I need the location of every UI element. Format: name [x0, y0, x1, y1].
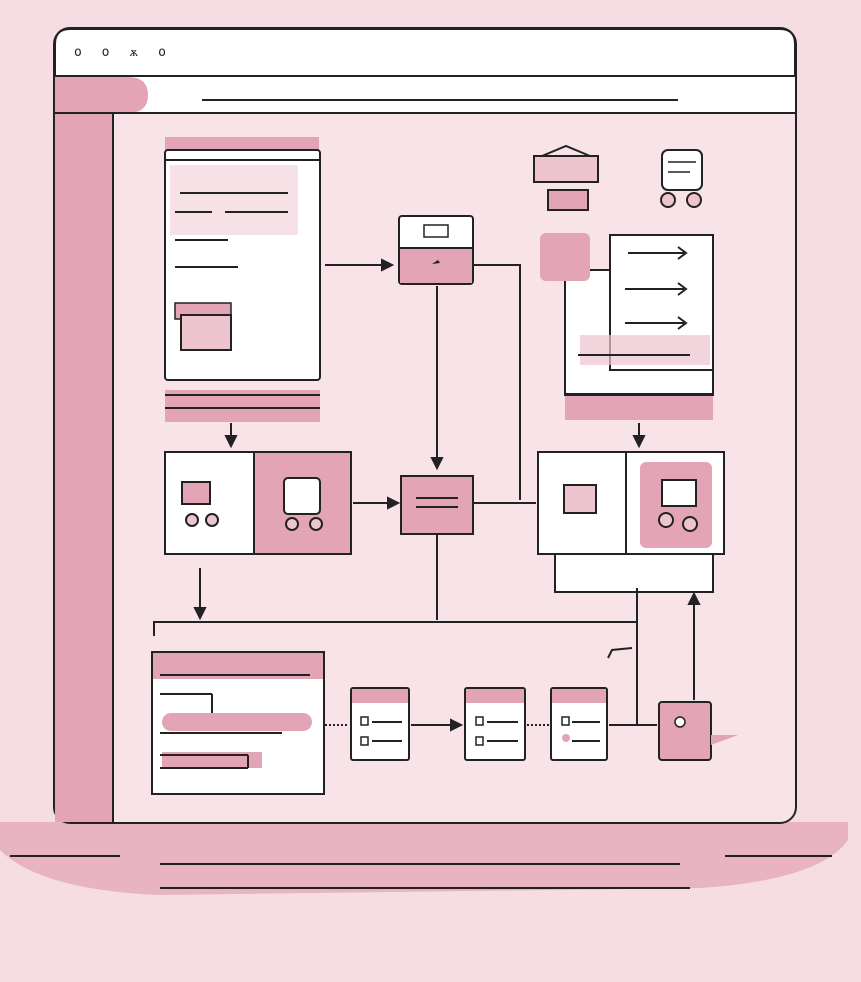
input-node[interactable]	[398, 215, 474, 285]
arrow-list-panel[interactable]	[540, 233, 714, 420]
laptop-base	[0, 822, 848, 895]
processor-icon	[563, 484, 597, 514]
sidebar[interactable]	[55, 114, 113, 822]
process-node[interactable]	[400, 475, 474, 535]
step-card-3[interactable]	[550, 687, 608, 761]
machine-card-right[interactable]	[537, 451, 725, 593]
device-icon[interactable]	[658, 701, 738, 761]
window-controls[interactable]: o o ѫ o	[74, 45, 172, 60]
printer-icon	[533, 144, 599, 211]
machine-card-left[interactable]	[164, 451, 352, 555]
address-bar[interactable]	[55, 77, 795, 113]
tab-highlight[interactable]	[55, 77, 148, 113]
bottom-list-panel[interactable]	[151, 651, 325, 795]
cloud-icon	[540, 233, 590, 281]
step-card-2[interactable]	[464, 687, 526, 761]
user-group-icon	[181, 481, 211, 505]
robot-cart-icon	[660, 149, 703, 208]
title-bar	[54, 28, 796, 77]
step-card-1[interactable]	[350, 687, 410, 761]
cart-machine-icon	[283, 477, 321, 515]
connectors	[153, 258, 701, 732]
folder-icon	[180, 314, 232, 351]
document-panel[interactable]	[164, 137, 321, 422]
